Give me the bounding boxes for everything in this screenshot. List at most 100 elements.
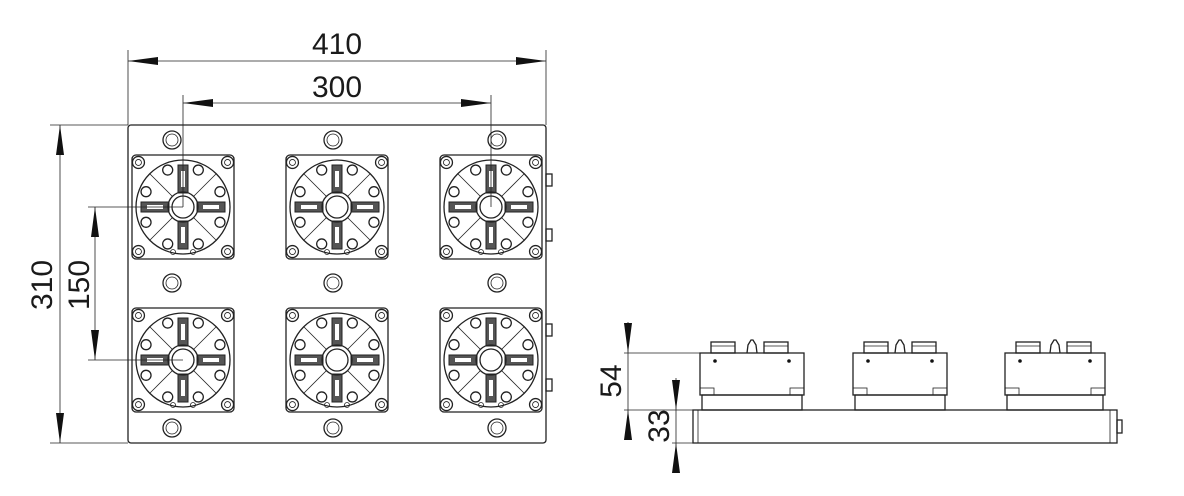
corner-bolt-inner: [532, 248, 539, 255]
corner-bolt-icon: [220, 397, 235, 412]
hole-inner: [165, 133, 179, 147]
hole-outer: [323, 130, 343, 150]
corner-bolt-inner: [378, 312, 385, 319]
hole-outer: [487, 273, 507, 293]
segment-line: [457, 326, 481, 350]
side-connector: [545, 323, 553, 337]
face-bolt-icon: [316, 164, 328, 176]
face-bolt-icon: [346, 391, 358, 403]
segment-line: [303, 217, 327, 241]
dimension-label-310: 310: [26, 260, 59, 310]
face-bolt-icon: [192, 317, 204, 329]
slot-window: [357, 205, 373, 209]
hole-outer: [162, 130, 182, 150]
face-bolt-icon: [346, 164, 358, 176]
slot-window: [335, 324, 339, 340]
segment-line: [303, 370, 327, 394]
side-dot: [866, 359, 870, 363]
face-bolt-icon: [140, 216, 152, 228]
segment-line: [347, 326, 371, 350]
center-bore: [321, 191, 353, 223]
pin-hole: [478, 402, 484, 408]
segment-line: [193, 173, 217, 197]
chuck-body: [285, 154, 389, 260]
corner-bolt-icon: [285, 397, 300, 412]
corner-bolt-inner: [224, 248, 231, 255]
chuck-face: [289, 312, 385, 408]
hole-inner: [326, 133, 340, 147]
corner-bolt-inner: [532, 312, 539, 319]
slot-window: [301, 205, 317, 209]
side-foot: [699, 387, 715, 396]
corner-bolt-inner: [532, 159, 539, 166]
center-clamp-icon: [325, 195, 349, 219]
corner-bolt-inner: [135, 248, 142, 255]
face-bolt-icon: [346, 238, 358, 250]
face-bolt-icon: [192, 164, 204, 176]
side-jaw: [1015, 341, 1041, 354]
segment-line: [149, 173, 173, 197]
face-bolt-icon: [470, 317, 482, 329]
face-bolt-icon: [214, 369, 226, 381]
slot-window: [489, 380, 493, 396]
dimension-410: 410: [127, 28, 547, 125]
segment-line: [303, 173, 327, 197]
pin-hole: [344, 402, 350, 408]
face-bolt-icon: [368, 186, 380, 198]
face-bolt-icon: [500, 391, 512, 403]
face-bolt-icon: [192, 391, 204, 403]
dimension-label-33: 33: [643, 409, 676, 442]
face-bolt-icon: [294, 186, 306, 198]
locating-hole: [162, 418, 182, 438]
slot-window: [489, 324, 493, 340]
face-bolt-icon: [522, 369, 534, 381]
segment-line: [347, 370, 371, 394]
slot-window: [181, 227, 185, 243]
segment-line: [457, 217, 481, 241]
face-bolt-icon: [140, 339, 152, 351]
locating-hole: [487, 418, 507, 438]
face-bolt-icon: [500, 164, 512, 176]
pin-hole: [170, 402, 176, 408]
side-jaw: [911, 341, 937, 354]
face-bolt-icon: [448, 369, 460, 381]
corner-bolt-inner: [289, 401, 296, 408]
slot-window: [335, 171, 339, 187]
hole-outer: [487, 130, 507, 150]
segment-line: [149, 370, 173, 394]
corner-bolt-icon: [439, 308, 454, 323]
face-bolt-icon: [316, 238, 328, 250]
slot-window: [301, 358, 317, 362]
center-bore: [321, 344, 353, 376]
hole-inner: [326, 421, 340, 435]
face-bolt-icon: [368, 216, 380, 228]
side-connector: [1116, 419, 1123, 434]
segment-line: [501, 326, 525, 350]
corner-bolt-icon: [528, 155, 543, 170]
segment-line: [149, 326, 173, 350]
hole-inner: [165, 276, 179, 290]
segment-line: [457, 173, 481, 197]
slot-window: [511, 358, 527, 362]
chuck-face: [443, 312, 539, 408]
dimension-33: 33: [643, 378, 693, 473]
side-foot: [789, 387, 805, 396]
face-bolt-icon: [214, 339, 226, 351]
segment-line: [193, 370, 217, 394]
side-dot: [787, 359, 791, 363]
side-jaw: [1066, 341, 1092, 354]
side-connectors: [545, 173, 553, 392]
hole-outer: [323, 418, 343, 438]
pin-hole: [324, 402, 330, 408]
corner-bolt-icon: [220, 244, 235, 259]
corner-bolt-inner: [135, 401, 142, 408]
face-bolt-icon: [448, 216, 460, 228]
corner-bolt-inner: [289, 248, 296, 255]
corner-bolt-inner: [224, 159, 231, 166]
hole-inner: [165, 421, 179, 435]
face-bolt-icon: [368, 339, 380, 351]
face-bolt-icon: [448, 186, 460, 198]
segment-line: [347, 173, 371, 197]
base-plate: [127, 124, 547, 444]
corner-bolt-icon: [374, 155, 389, 170]
